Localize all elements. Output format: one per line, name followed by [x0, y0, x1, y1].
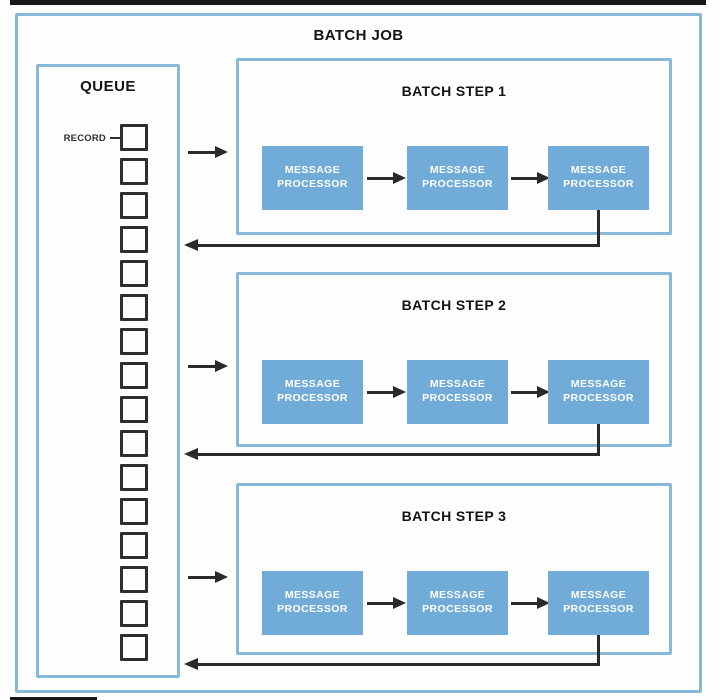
arrow-line: [197, 663, 600, 666]
record-label: RECORD: [63, 132, 106, 144]
arrow-line: [367, 177, 394, 180]
record-square: [120, 328, 148, 355]
queue-box: QUEUE RECORD: [36, 64, 180, 678]
record-pointer-line: [110, 137, 120, 139]
processor-flow-arrow: [511, 172, 550, 184]
batch-step-box: BATCH STEP 2 MESSAGE PROCESSOR MESSAGE P…: [236, 272, 672, 447]
step-to-queue-return-arrow: [184, 658, 600, 670]
step-return-line-vertical: [597, 424, 600, 456]
processor-flow-arrow: [367, 597, 406, 609]
step-to-queue-return-arrow: [184, 448, 600, 460]
message-processor-box: MESSAGE PROCESSOR: [262, 360, 363, 424]
arrow-right-icon: [537, 386, 550, 398]
step-return-line-vertical: [597, 210, 600, 247]
record-list: [120, 124, 148, 668]
arrow-right-icon: [393, 386, 406, 398]
arrow-line: [188, 576, 216, 579]
message-processor-box: MESSAGE PROCESSOR: [548, 571, 649, 635]
record-square: [120, 362, 148, 389]
record-square: [120, 396, 148, 423]
step-to-queue-return-arrow: [184, 239, 600, 251]
processor-flow-arrow: [511, 386, 550, 398]
message-processor-box: MESSAGE PROCESSOR: [407, 360, 508, 424]
message-processor-box: MESSAGE PROCESSOR: [407, 146, 508, 210]
arrow-line: [197, 244, 600, 247]
arrow-line: [188, 365, 216, 368]
arrow-line: [511, 391, 538, 394]
arrow-right-icon: [393, 172, 406, 184]
arrow-right-icon: [537, 172, 550, 184]
arrow-left-icon: [184, 658, 198, 670]
batch-step-title: BATCH STEP 2: [401, 297, 507, 313]
arrow-line: [188, 151, 216, 154]
queue-title: QUEUE: [80, 78, 136, 95]
bottom-border-bar: [10, 697, 97, 700]
record-square: [120, 532, 148, 559]
record-square: [120, 566, 148, 593]
message-processor-box: MESSAGE PROCESSOR: [262, 146, 363, 210]
queue-to-step-arrow: [188, 571, 228, 583]
record-square: [120, 294, 148, 321]
record-square: [120, 498, 148, 525]
queue-to-step-arrow: [188, 360, 228, 372]
batch-step-box: BATCH STEP 3 MESSAGE PROCESSOR MESSAGE P…: [236, 483, 672, 655]
arrow-left-icon: [184, 239, 198, 251]
processor-flow-arrow: [367, 172, 406, 184]
record-callout: RECORD: [49, 131, 120, 145]
batch-step-title: BATCH STEP 3: [401, 508, 507, 524]
message-processor-box: MESSAGE PROCESSOR: [548, 146, 649, 210]
record-square: [120, 600, 148, 627]
arrow-right-icon: [537, 597, 550, 609]
message-processor-box: MESSAGE PROCESSOR: [407, 571, 508, 635]
record-square: [120, 464, 148, 491]
batch-step-box: BATCH STEP 1 MESSAGE PROCESSOR MESSAGE P…: [236, 58, 672, 235]
record-square: [120, 260, 148, 287]
arrow-right-icon: [393, 597, 406, 609]
queue-to-step-arrow: [188, 146, 228, 158]
record-square: [120, 226, 148, 253]
top-border-bar: [10, 0, 706, 5]
arrow-line: [511, 177, 538, 180]
step-return-line-vertical: [597, 635, 600, 666]
processor-flow-arrow: [367, 386, 406, 398]
arrow-right-icon: [215, 146, 228, 158]
batch-step-title: BATCH STEP 1: [401, 83, 507, 99]
record-square: [120, 430, 148, 457]
arrow-line: [197, 453, 600, 456]
arrow-line: [367, 391, 394, 394]
message-processor-box: MESSAGE PROCESSOR: [262, 571, 363, 635]
record-square: [120, 124, 148, 151]
arrow-left-icon: [184, 448, 198, 460]
arrow-right-icon: [215, 360, 228, 372]
record-square: [120, 634, 148, 661]
record-square: [120, 158, 148, 185]
arrow-line: [511, 602, 538, 605]
record-square: [120, 192, 148, 219]
arrow-line: [367, 602, 394, 605]
processor-flow-arrow: [511, 597, 550, 609]
batch-job-title: BATCH JOB: [313, 27, 404, 44]
message-processor-box: MESSAGE PROCESSOR: [548, 360, 649, 424]
arrow-right-icon: [215, 571, 228, 583]
